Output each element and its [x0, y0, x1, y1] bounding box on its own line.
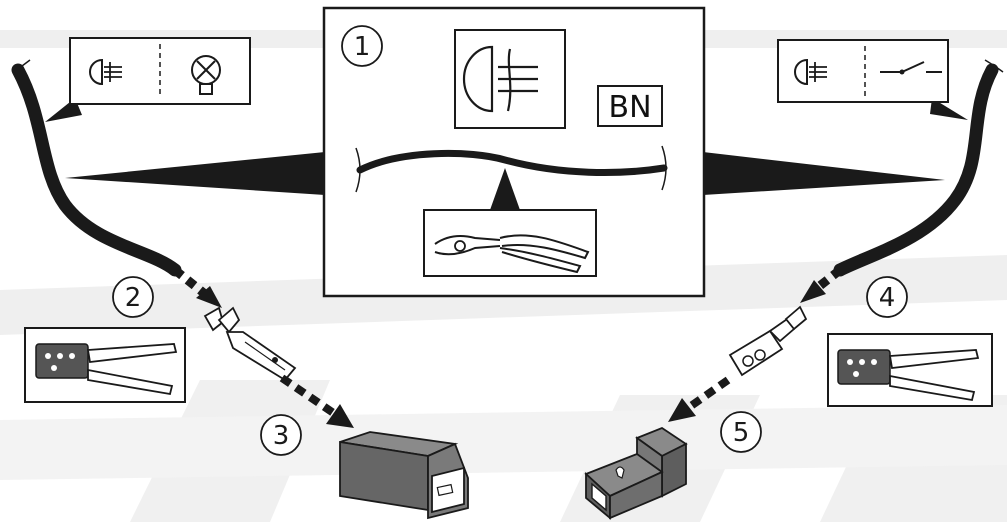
- step-2-marker: 2: [112, 276, 154, 318]
- center-lamp-label: [454, 29, 566, 129]
- connector-housing-icon: [584, 426, 688, 520]
- step-1-number: 1: [354, 32, 371, 62]
- side-cutter-pliers-icon: [434, 234, 590, 274]
- right-crimp-box: [827, 333, 993, 407]
- left-crimp-box: [24, 327, 186, 403]
- female-terminal-icon: [728, 305, 808, 377]
- step-5-marker: 5: [720, 411, 762, 453]
- step-3-marker: 3: [260, 414, 302, 456]
- center-detail-box: 1 BN: [322, 6, 706, 298]
- fog-lamp-symbol-icon: [89, 58, 122, 86]
- arrow-to-housing-right: [668, 376, 731, 422]
- step-3-number: 3: [273, 421, 290, 451]
- step-2-number: 2: [125, 283, 142, 313]
- connector-housing-icon: [339, 431, 469, 520]
- crimping-pliers-icon: [35, 343, 178, 396]
- fog-lamp-symbol-icon: [794, 58, 827, 86]
- zoom-wedges: [65, 152, 945, 195]
- step-4-number: 4: [879, 283, 896, 313]
- wire-color-badge: BN: [597, 85, 663, 127]
- arrow-to-housing-left: [279, 374, 354, 428]
- male-terminal-icon: [203, 306, 297, 382]
- bulb-icon: [191, 55, 221, 95]
- switch-icon: [880, 61, 942, 75]
- step-5-number: 5: [733, 418, 750, 448]
- right-wire: [800, 59, 1004, 303]
- wire-color-code: BN: [608, 90, 651, 125]
- left-label-box: [69, 37, 251, 105]
- right-label-box: [777, 39, 949, 103]
- step-1-marker: 1: [341, 25, 383, 67]
- step-4-marker: 4: [866, 276, 908, 318]
- fog-lamp-symbol-icon: [462, 45, 538, 113]
- left-wire: [11, 59, 222, 308]
- crimping-pliers-icon: [837, 349, 980, 402]
